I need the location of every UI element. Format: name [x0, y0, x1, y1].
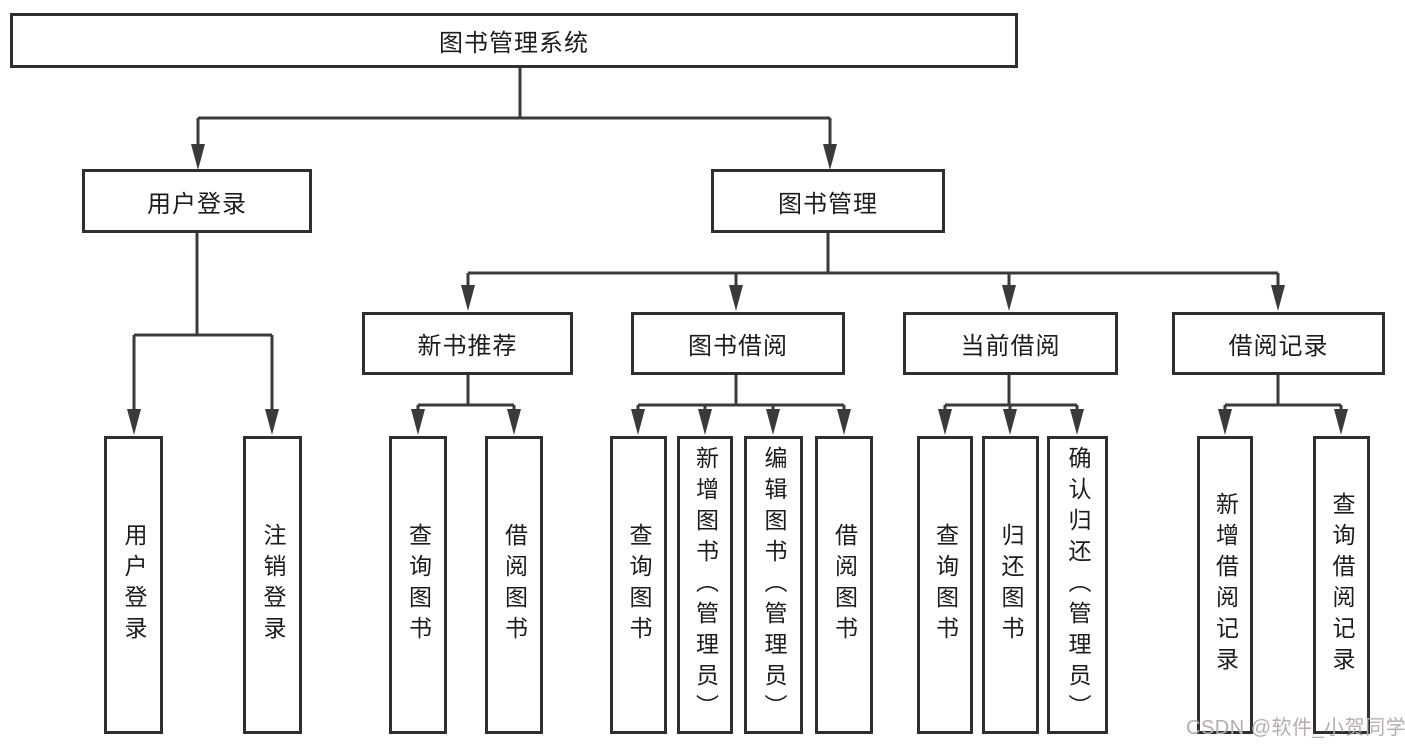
- node-user-login: 用户登录: [82, 169, 312, 233]
- leaf-recommend-borrow-book: 借阅图书: [485, 436, 543, 734]
- node-new-book-recommend: 新书推荐: [362, 312, 573, 375]
- tree-edges: [132, 68, 1343, 412]
- leaf-query-borrow-record: 查询借阅记录: [1313, 436, 1370, 734]
- leaf-edit-book-admin: 编辑图书（管理员）: [744, 436, 803, 734]
- csdn-watermark: CSDN @软件_小贺同学: [1186, 717, 1405, 739]
- leaf-borrow-query-book: 查询图书: [610, 436, 667, 734]
- leaf-current-query-book: 查询图书: [917, 436, 973, 734]
- leaf-user-login: 用户登录: [104, 436, 163, 734]
- leaf-confirm-return-admin: 确认归还（管理员）: [1047, 436, 1108, 734]
- leaf-add-book-admin: 新增图书（管理员）: [677, 436, 733, 734]
- leaf-recommend-query-book: 查询图书: [389, 436, 447, 734]
- leaf-return-book: 归还图书: [982, 436, 1039, 734]
- leaf-logout: 注销登录: [243, 436, 302, 734]
- leaf-add-borrow-record: 新增借阅记录: [1197, 436, 1253, 734]
- leaf-borrow-book: 借阅图书: [815, 436, 873, 734]
- arrowheads: [127, 144, 1348, 435]
- node-book-borrow: 图书借阅: [631, 312, 845, 375]
- node-borrow-records: 借阅记录: [1172, 312, 1385, 375]
- node-current-borrow: 当前借阅: [903, 312, 1118, 375]
- node-root: 图书管理系统: [10, 13, 1018, 68]
- node-book-management: 图书管理: [711, 169, 945, 233]
